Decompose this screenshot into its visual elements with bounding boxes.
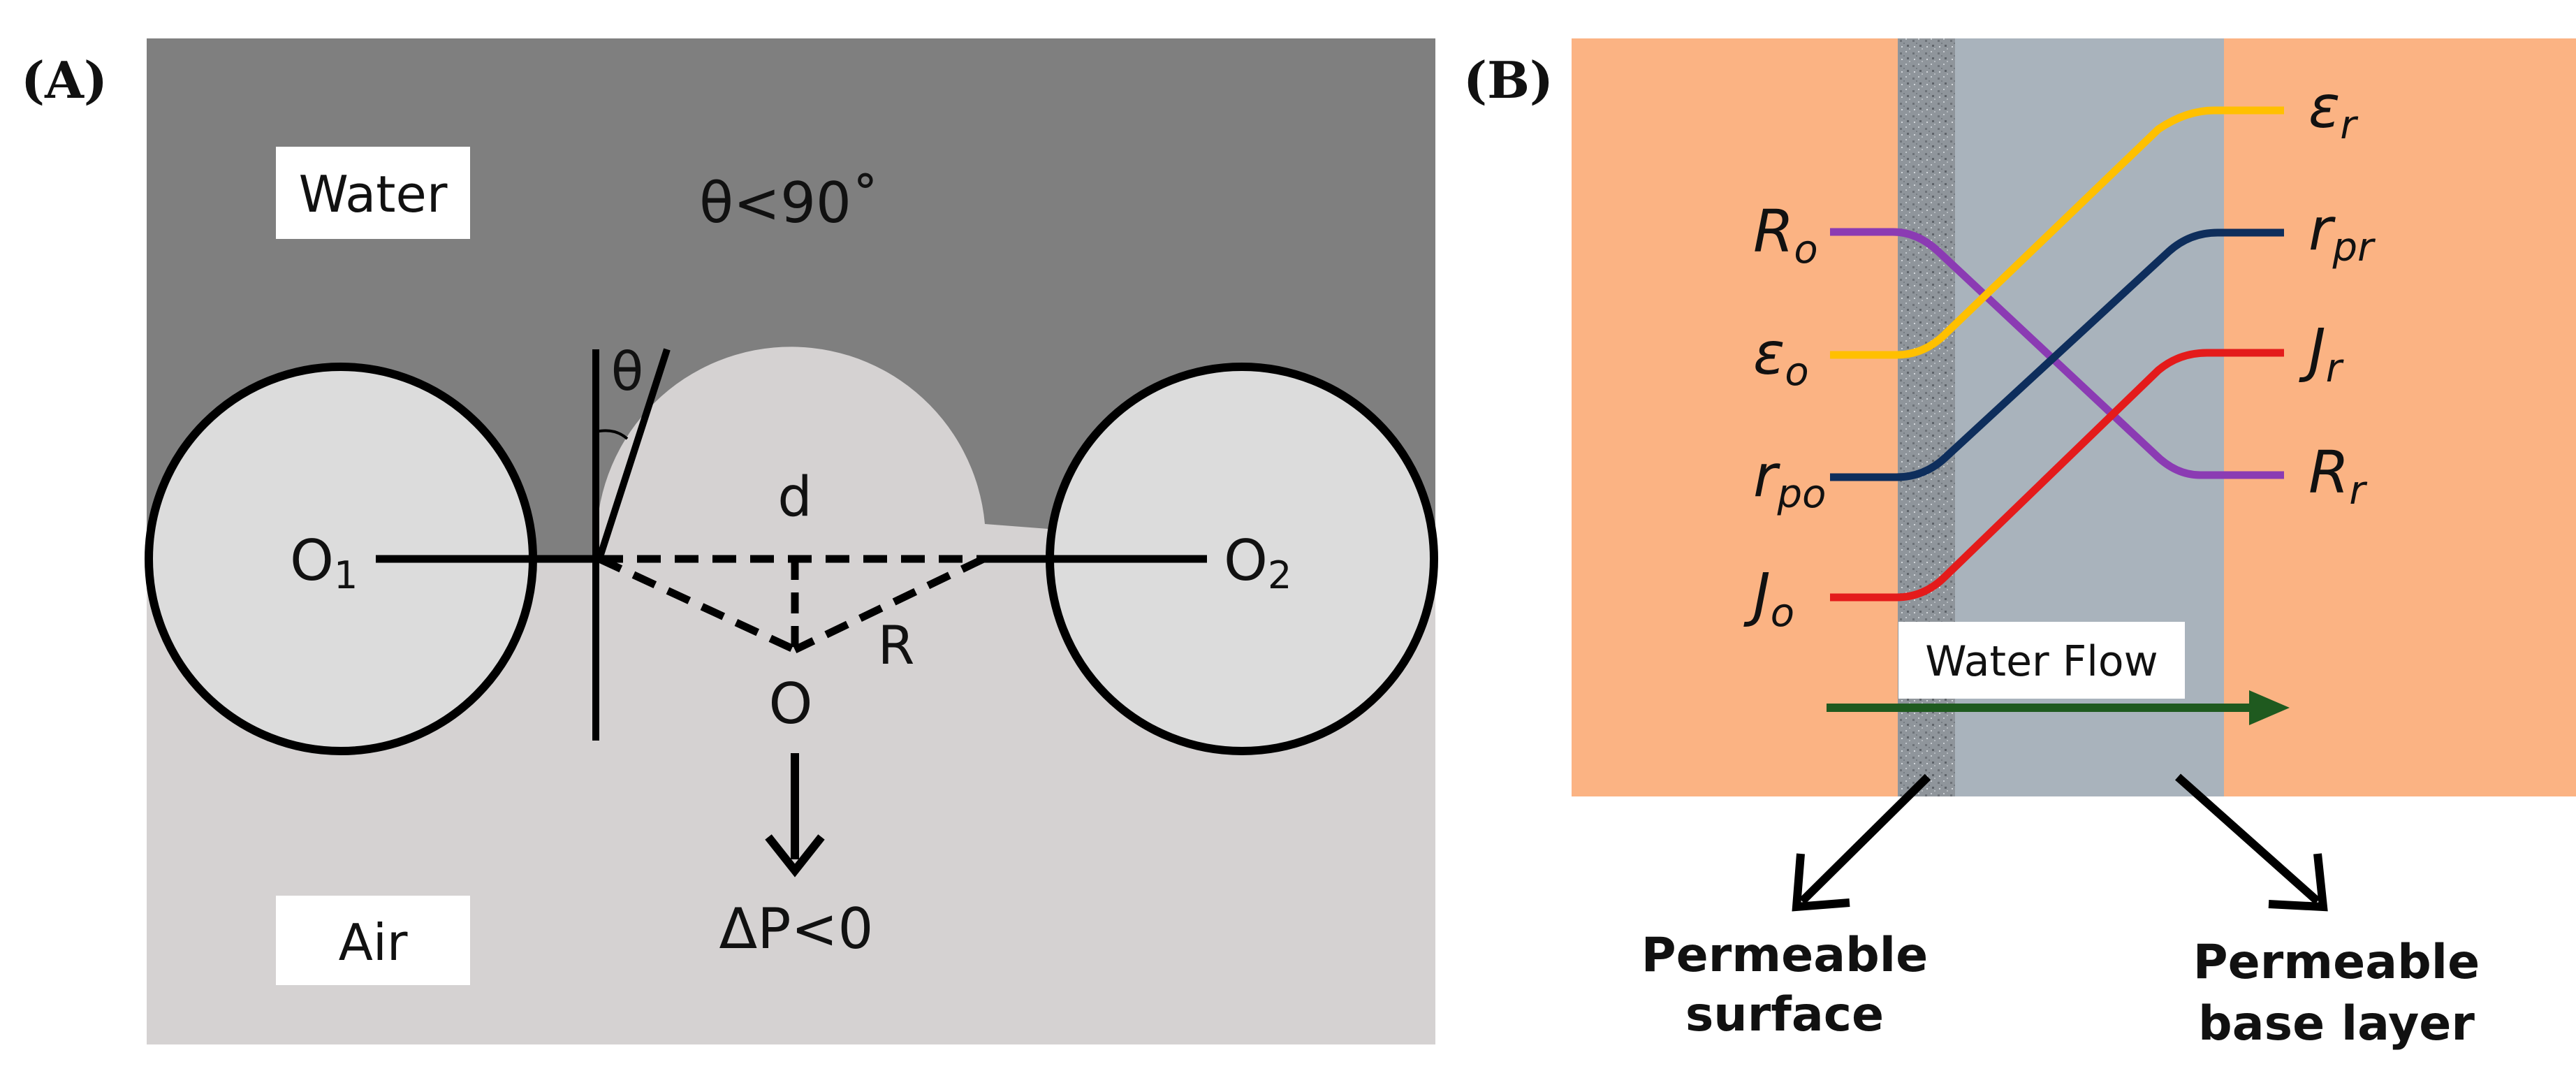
water-label-box	[276, 147, 470, 239]
o2-main: O	[1224, 528, 1268, 593]
pressure-arrowhead	[765, 834, 825, 878]
curve-epsilon	[1830, 106, 2284, 359]
O-label: O	[769, 671, 813, 736]
o2-label: O2	[1224, 528, 1291, 597]
left-label-R-sub: o	[1794, 227, 1817, 272]
right-label-R-sub: r	[2349, 468, 2367, 514]
base-pointer-head	[2268, 853, 2328, 912]
o1-sub: 1	[334, 553, 358, 597]
panel-b-label: (B)	[1463, 50, 1553, 110]
left-label-rp-main: r	[1753, 442, 1780, 510]
left-label-R-main: R	[1753, 197, 1794, 265]
d-label: d	[777, 466, 812, 529]
contact-line	[596, 348, 671, 560]
water-flow-box	[1898, 622, 2185, 699]
base-label-line1: Permeable	[2193, 935, 2480, 990]
right-label-rp-main: r	[2308, 195, 2336, 263]
pressure-label: ΔP<0	[719, 896, 874, 961]
surface-label-line1: Permeable	[1641, 928, 1928, 983]
angle-condition: θ<90˚	[699, 170, 879, 235]
o2-sub: 2	[1268, 553, 1291, 597]
panel-a-label: (A)	[21, 50, 108, 110]
panel-b: (B) Ro εo rpo Jo εr rpr Jr Rr Water Flow…	[1463, 38, 2576, 1051]
curve-J	[1830, 349, 2284, 602]
left-label-J-sub: o	[1771, 590, 1794, 636]
water-flow-label: Water Flow	[1925, 637, 2158, 686]
base-label-line2: base layer	[2198, 996, 2475, 1051]
right-label-R-main: R	[2308, 438, 2349, 507]
water-flow-arrowhead	[2249, 690, 2290, 725]
curve-R	[1830, 228, 2284, 479]
panel-a: (A) Water Air θ<90˚ θ d R O ΔP<0	[21, 38, 1438, 1044]
left-label-R: Ro	[1753, 197, 1818, 272]
dashed-radius-right	[793, 555, 986, 653]
right-label-rp: rpr	[2308, 195, 2376, 270]
o1-label: O1	[290, 528, 358, 597]
air-label: Air	[339, 913, 408, 972]
left-label-rp-sub: po	[1777, 472, 1827, 517]
angle-arc	[595, 429, 629, 440]
surface-pointer-arrow	[1799, 773, 1931, 905]
left-label-epsilon-main: ε	[1753, 319, 1785, 388]
theta-label: θ	[611, 340, 644, 402]
right-label-rp-sub: pr	[2332, 225, 2376, 270]
left-label-rp: rpo	[1753, 442, 1826, 517]
right-label-R: Rr	[2308, 438, 2367, 514]
R-label: R	[878, 614, 915, 676]
right-label-epsilon-main: ε	[2308, 73, 2340, 141]
meniscus	[597, 350, 985, 699]
air-label-box	[276, 896, 470, 985]
base-pointer-arrow	[2175, 773, 2320, 905]
surface-label-line2: surface	[1685, 987, 1884, 1042]
right-label-J-sub: r	[2326, 346, 2344, 391]
water-label: Water	[299, 165, 448, 224]
left-label-epsilon-sub: o	[1785, 349, 1808, 395]
curve-rp	[1830, 228, 2284, 481]
right-label-epsilon-sub: r	[2340, 103, 2358, 148]
right-label-epsilon: εr	[2308, 73, 2358, 148]
surface-pointer-head	[1792, 853, 1850, 912]
left-label-epsilon: εo	[1753, 319, 1809, 395]
o1-main: O	[290, 528, 334, 593]
